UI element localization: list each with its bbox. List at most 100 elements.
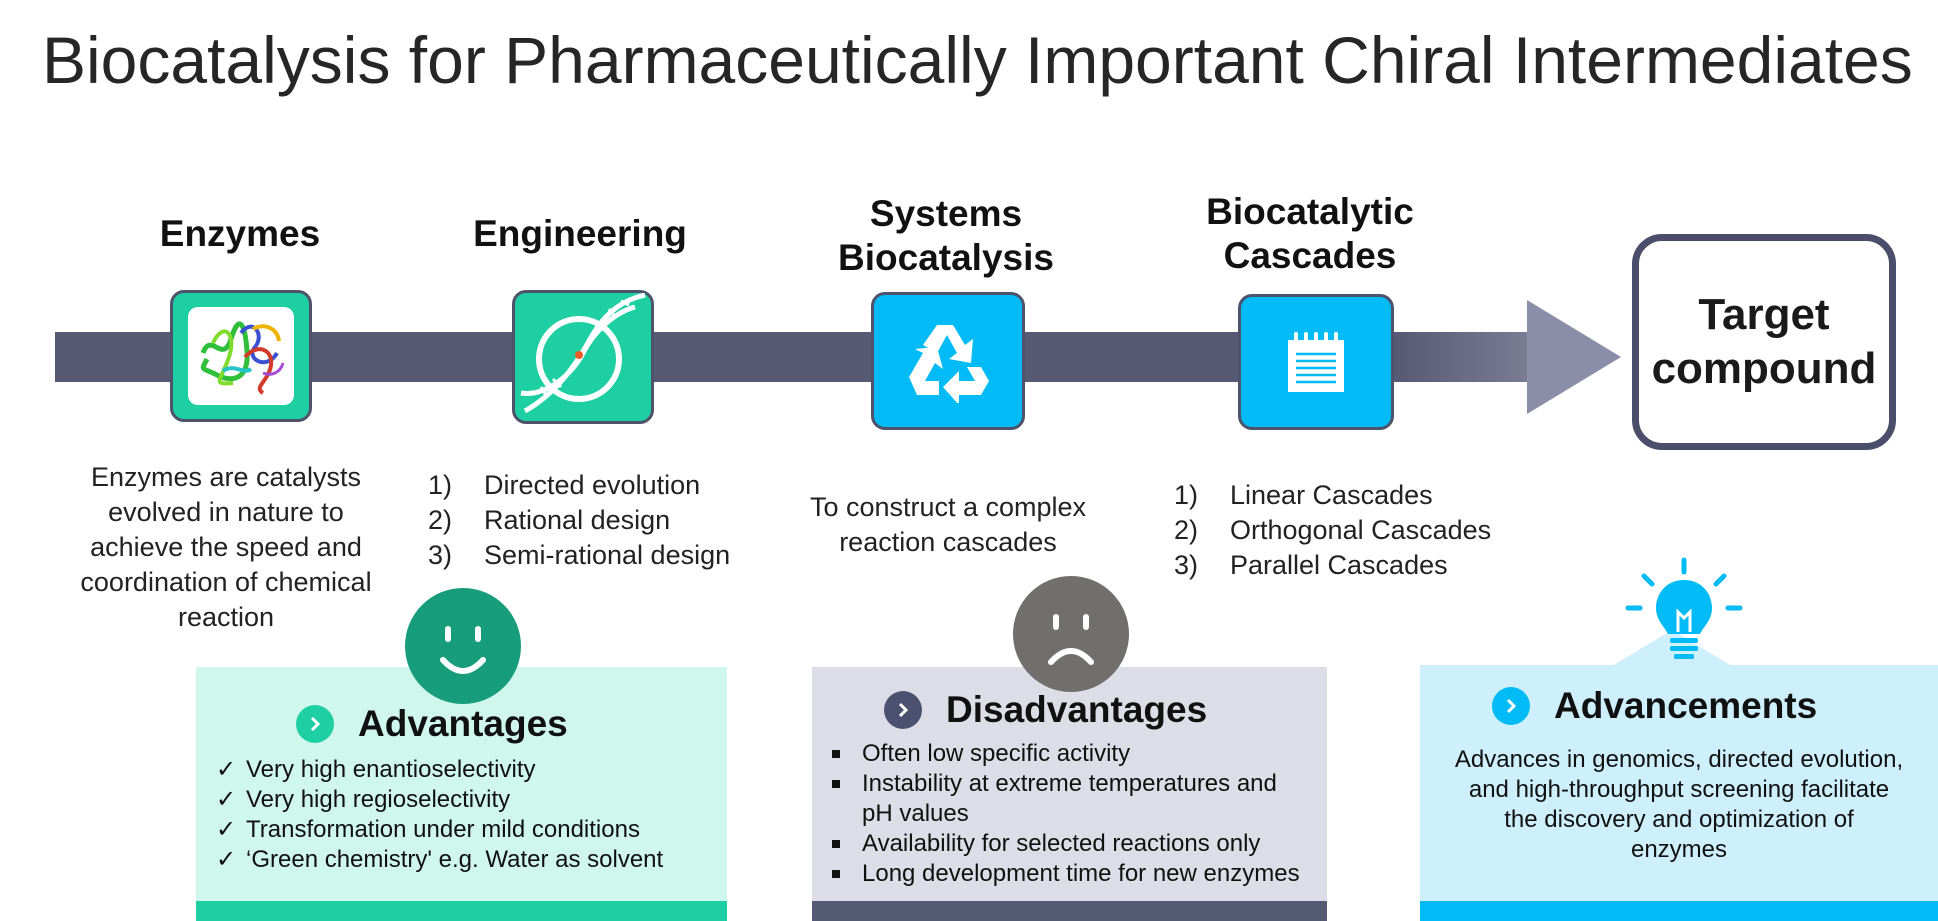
list-text: Instability at extreme temperatures and p…: [862, 769, 1277, 829]
check-icon: ✓: [216, 846, 237, 873]
stage-label-engineering: Engineering: [473, 213, 687, 254]
advancements-panel-footer: [1420, 901, 1938, 921]
list-item: Often low specific activity: [832, 739, 1322, 769]
bullet-square-icon: [832, 739, 862, 769]
stage-label-systems-line2: Biocatalysis: [838, 237, 1054, 278]
dna-icon: [520, 293, 646, 414]
list-item: Availability for selected reactions only: [832, 829, 1322, 859]
list-text: Orthogonal Cascades: [1230, 515, 1492, 545]
bullet-square-icon: [832, 829, 862, 859]
protein-structure-icon: [188, 307, 294, 405]
list-item: 1) Directed evolution: [428, 468, 768, 503]
enzymes-desc-line: Enzymes are catalysts: [90, 462, 362, 492]
list-number: 3): [1174, 550, 1199, 580]
enzymes-desc-line: achieve the speed and: [90, 532, 362, 562]
notepad-icon: [1288, 332, 1344, 392]
list-item: ✓ Very high enantioselectivity: [216, 755, 716, 785]
systems-desc-line: To construct a complex: [809, 492, 1087, 522]
list-number: 1): [1174, 480, 1199, 510]
list-text: Semi-rational design: [484, 540, 731, 570]
list-item: 3) Parallel Cascades: [1174, 548, 1534, 583]
systems-description: To construct a complex reaction cascades: [788, 490, 1108, 560]
disadvantages-list: Often low specific activity Instability …: [832, 739, 1322, 889]
list-text: Long development time for new enzymes: [862, 860, 1300, 887]
stage-label-enzymes: Enzymes: [159, 213, 321, 254]
list-item: Long development time for new enzymes: [832, 859, 1322, 889]
systems-desc-line: reaction cascades: [839, 527, 1057, 557]
page-title: Biocatalysis for Pharmaceutically Import…: [42, 23, 1913, 97]
stage-label-cascades-line1: Biocatalytic: [1206, 191, 1414, 232]
advancements-heading-text: Advancements: [1554, 685, 1818, 726]
list-text: Parallel Cascades: [1230, 550, 1448, 580]
enzymes-desc-line: evolved in nature to: [108, 497, 344, 527]
check-icon: ✓: [216, 786, 237, 813]
target-line1: Target: [1698, 290, 1830, 339]
chevron-right-icon: [884, 691, 922, 729]
list-text: Often low specific activity: [862, 740, 1131, 767]
list-text: Very high regioselectivity: [246, 786, 511, 813]
list-number: 2): [1174, 515, 1199, 545]
check-icon: ✓: [216, 816, 237, 843]
advancements-line: Advances in genomics, directed evolution…: [1454, 746, 1904, 773]
advantages-panel-footer: [196, 901, 727, 921]
target-line2: compound: [1651, 344, 1877, 393]
chevron-right-icon: [296, 705, 334, 743]
enzymes-description: Enzymes are catalysts evolved in nature …: [56, 460, 396, 635]
timeline-arrowhead: [1527, 300, 1621, 414]
disadvantages-panel-footer: [812, 901, 1327, 921]
advantages-heading-text: Advantages: [358, 703, 568, 744]
disadvantages-heading-text: Disadvantages: [946, 689, 1208, 730]
list-text: ‘Green chemistry' e.g. Water as solvent: [246, 846, 664, 873]
list-item: 3) Semi-rational design: [428, 538, 768, 573]
enzymes-desc-line: reaction: [177, 602, 275, 632]
bullet-square-icon: [832, 769, 862, 829]
advancements-heading: Advancements: [1492, 685, 1817, 727]
sad-face-icon: [1013, 576, 1129, 692]
advantages-panel: Advantages ✓ Very high enantioselectivity…: [196, 667, 727, 921]
chevron-right-icon: [1492, 687, 1530, 725]
list-text: Very high enantioselectivity: [246, 756, 536, 783]
enzymes-desc-line: coordination of chemical: [80, 567, 372, 597]
advancements-line: enzymes: [1630, 836, 1728, 863]
advancements-line: the discovery and optimization of: [1504, 806, 1854, 833]
check-icon: ✓: [216, 756, 237, 783]
cascades-list: 1)Linear Cascades 2)Orthogonal Cascades …: [1174, 478, 1534, 583]
list-text-line: pH values: [862, 800, 969, 827]
advancements-body: Advances in genomics, directed evolution…: [1434, 745, 1924, 865]
list-text: Availability for selected reactions only: [862, 830, 1261, 857]
list-text: Linear Cascades: [1230, 480, 1433, 510]
list-text-line: Instability at extreme temperatures and: [862, 770, 1277, 797]
list-text: Transformation under mild conditions: [246, 816, 640, 843]
list-item: ✓ ‘Green chemistry' e.g. Water as solvent: [216, 845, 716, 875]
stage-icon-enzymes: [170, 290, 312, 422]
list-number: 3): [428, 540, 453, 570]
timeline-bar-fade: [1395, 332, 1535, 382]
advancements-panel: Advancements Advances in genomics, direc…: [1420, 665, 1938, 921]
list-number: 1): [428, 470, 453, 500]
list-item: ✓ Very high regioselectivity: [216, 785, 716, 815]
stage-label-systems-line1: Systems: [869, 193, 1023, 234]
lightbulb-icon: [1624, 556, 1744, 676]
stage-icon-cascades: [1238, 294, 1394, 430]
stage-label-systems: Systems Biocatalysis: [806, 192, 1086, 280]
happy-face-icon: [405, 588, 521, 704]
target-compound-box: Target compound: [1632, 234, 1896, 450]
disadvantages-panel: Disadvantages Often low specific activit…: [812, 667, 1327, 921]
list-text: Directed evolution: [484, 470, 701, 500]
list-item: 2) Orthogonal Cascades: [1174, 513, 1534, 548]
list-text: Rational design: [484, 505, 671, 535]
bullet-square-icon: [832, 859, 862, 889]
stage-label-cascades-line2: Cascades: [1223, 235, 1397, 276]
list-item: ✓ Transformation under mild conditions: [216, 815, 716, 845]
disadvantages-heading: Disadvantages: [884, 689, 1207, 731]
list-item: 1) Linear Cascades: [1174, 478, 1534, 513]
advantages-heading: Advantages: [296, 703, 568, 745]
list-item: 2)Rational design: [428, 503, 768, 538]
stage-label-cascades: Biocatalytic Cascades: [1165, 190, 1455, 278]
list-item: Instability at extreme temperatures and p…: [832, 769, 1322, 829]
advantages-list: ✓ Very high enantioselectivity ✓ Very high…: [216, 755, 716, 875]
recycle-icon: [909, 325, 989, 403]
stage-icon-engineering: [512, 290, 654, 424]
advancements-line: and high-throughput screening facilitate: [1468, 776, 1890, 803]
stage-icon-systems: [871, 292, 1025, 430]
